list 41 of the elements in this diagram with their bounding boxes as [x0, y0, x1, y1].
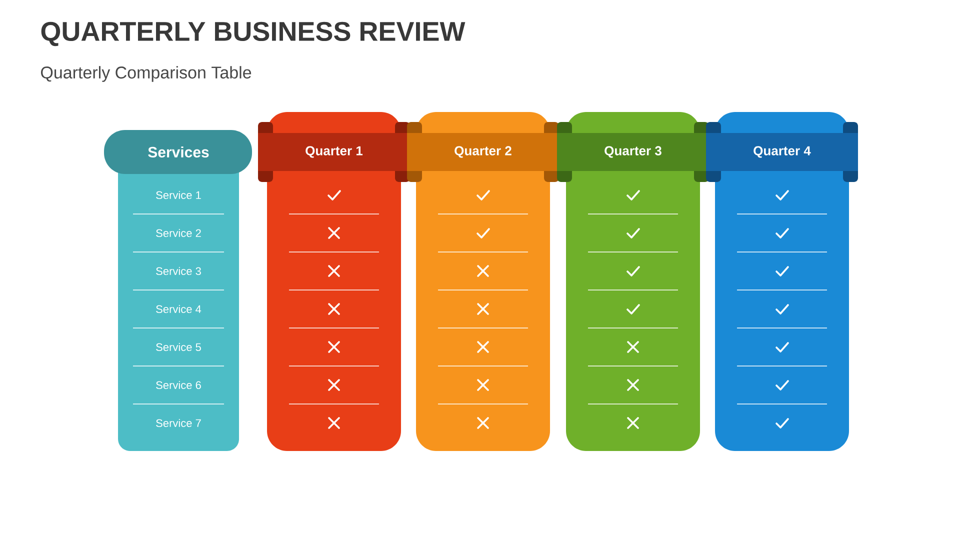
cross-icon: [477, 417, 489, 429]
check-icon: [776, 304, 789, 314]
check-icon: [476, 190, 490, 200]
check-icon: [776, 380, 789, 390]
cross-icon: [477, 303, 489, 315]
check-icon: [776, 418, 789, 428]
table-cell: Service 7: [156, 418, 201, 428]
check-icon: [626, 304, 640, 314]
column-panel: Quarter 1: [258, 112, 410, 451]
cross-icon: [477, 265, 489, 277]
title: QUARTERLY BUSINESS REVIEW: [41, 22, 466, 46]
column-panel: Quarter 4: [706, 112, 858, 451]
check-icon: [776, 342, 789, 352]
cross-icon: [328, 341, 340, 353]
cross-icon: [328, 303, 340, 315]
check-icon: [776, 228, 789, 238]
cross-icon: [627, 417, 639, 429]
table-cell: Service 2: [156, 228, 201, 238]
column-panel: Quarter 2: [407, 112, 559, 451]
check-icon: [776, 190, 789, 200]
check-icon: [626, 228, 640, 238]
check-icon: [328, 190, 341, 200]
cross-icon: [627, 341, 639, 353]
table-cell: Service 4: [156, 304, 202, 314]
column-panel: Quarter 3: [557, 112, 709, 451]
check-icon: [626, 190, 640, 200]
cross-icon: [627, 379, 639, 391]
check-icon: [776, 266, 789, 276]
table-cell: Service 1: [156, 190, 201, 200]
subtitle: Quarterly Comparison Table: [41, 66, 252, 82]
cross-icon: [477, 341, 489, 353]
table-cell: Service 5: [156, 342, 201, 352]
check-icon: [626, 266, 640, 276]
cross-icon: [477, 379, 489, 391]
cross-icon: [328, 265, 340, 277]
cross-icon: [328, 417, 340, 429]
table-cell: Service 6: [156, 380, 201, 390]
check-icon: [476, 228, 490, 238]
cross-icon: [328, 379, 340, 391]
cross-icon: [328, 227, 340, 239]
table-cell: Service 3: [156, 266, 201, 276]
